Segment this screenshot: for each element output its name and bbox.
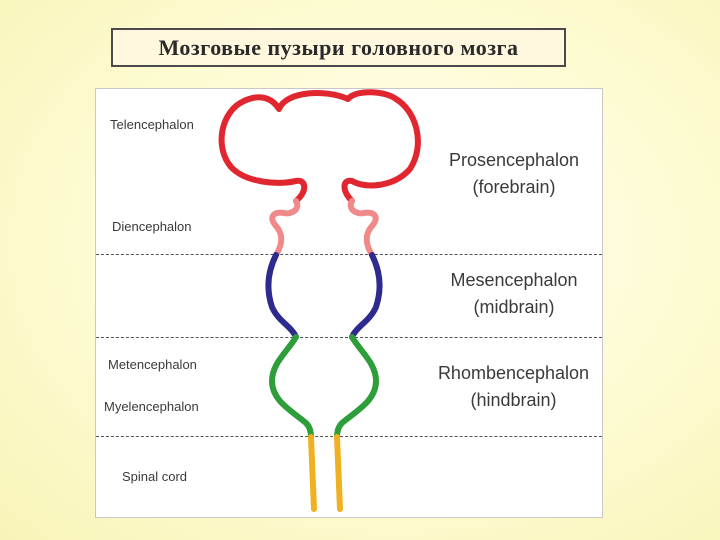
diencephalon-right-outline [351,201,376,255]
spinal-cord-right-outline [337,437,340,509]
diagram-panel: Telencephalon Diencephalon Metencephalon… [95,88,603,518]
brain-vesicles-drawing [96,89,604,519]
mesencephalon-left-outline [269,255,296,337]
mesencephalon-right-outline [352,255,379,337]
rhombencephalon-left-outline [272,337,311,437]
slide-title: Мозговые пузыри головного мозга [158,35,518,61]
spinal-cord-left-outline [311,437,314,509]
rhombencephalon-right-outline [337,337,376,437]
title-box: Мозговые пузыри головного мозга [111,28,566,67]
telencephalon-outline [222,92,418,201]
diencephalon-left-outline [272,201,297,255]
